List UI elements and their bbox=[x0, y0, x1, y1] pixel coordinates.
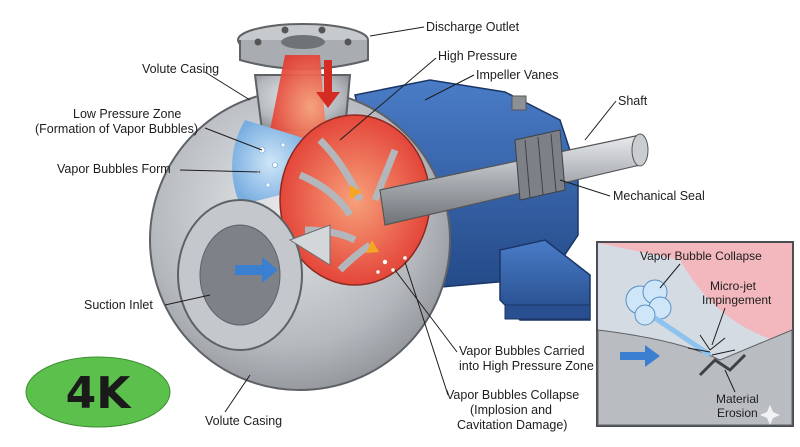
impeller-nose-cone bbox=[288, 224, 331, 266]
inset-label-erosion: Erosion bbox=[717, 406, 758, 420]
label-vapor-bubbles-form: Vapor Bubbles Form bbox=[57, 162, 171, 176]
inset-label-material: Material bbox=[716, 392, 759, 406]
housing-bolt bbox=[511, 95, 527, 111]
inset-label-impingement: Impingement bbox=[702, 293, 772, 307]
label-mechanical-seal: Mechanical Seal bbox=[613, 189, 705, 203]
inset-flow-arrow bbox=[620, 345, 660, 367]
label-vapor-collapse-sub1: (Implosion and bbox=[470, 403, 552, 417]
suction-inlet bbox=[177, 199, 331, 351]
label-vapor-collapse-sub2: Cavitation Damage) bbox=[457, 418, 567, 432]
4k-badge: 4K bbox=[25, 356, 171, 428]
label-volute-casing-bottom: Volute Casing bbox=[205, 414, 282, 428]
label-vapor-carried: Vapor Bubbles Carried bbox=[459, 344, 585, 358]
label-low-pressure-zone: Low Pressure Zone bbox=[73, 107, 181, 121]
erosion-crack bbox=[698, 353, 747, 377]
badge-text: 4K bbox=[66, 368, 133, 419]
mechanical-seal bbox=[514, 129, 566, 201]
label-vapor-carried-sub: into High Pressure Zone bbox=[459, 359, 594, 373]
labels: Discharge Outlet High Pressure Impeller … bbox=[35, 20, 705, 432]
inset-label-microjet: Micro-jet bbox=[710, 279, 757, 293]
suction-flow-arrow bbox=[235, 257, 278, 283]
collapsing-bubble bbox=[625, 279, 672, 326]
inset-label-bubble-collapse: Vapor Bubble Collapse bbox=[640, 249, 762, 263]
discharge-flow-arrow bbox=[316, 60, 340, 108]
label-impeller-vanes: Impeller Vanes bbox=[476, 68, 558, 82]
label-volute-casing-top: Volute Casing bbox=[142, 62, 219, 76]
label-low-pressure-zone-sub: (Formation of Vapor Bubbles) bbox=[35, 122, 198, 136]
flow-arrow-orange bbox=[350, 185, 362, 199]
label-high-pressure: High Pressure bbox=[438, 49, 517, 63]
label-shaft: Shaft bbox=[618, 94, 648, 108]
label-suction-inlet: Suction Inlet bbox=[84, 298, 153, 312]
label-vapor-collapse: Vapor Bubbles Collapse bbox=[446, 388, 579, 402]
inset-panel: Vapor Bubble Collapse Micro-jet Impingem… bbox=[596, 241, 794, 427]
mounting-foot bbox=[499, 239, 591, 321]
label-discharge-outlet: Discharge Outlet bbox=[426, 20, 520, 34]
sparkle-icon bbox=[760, 405, 780, 425]
